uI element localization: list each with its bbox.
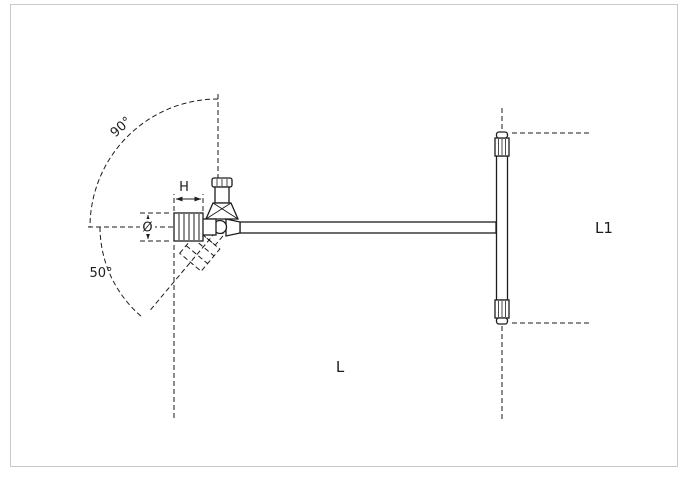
- handle-bar: [495, 155, 509, 301]
- swivel-head: [173, 177, 241, 242]
- t-handle: [494, 131, 510, 325]
- joint-yoke: [225, 218, 241, 237]
- swivel-angle-50-label: 50°: [89, 266, 112, 281]
- diameter-label-backing: [140, 219, 155, 234]
- dim-length-label: L: [336, 358, 345, 376]
- ghost-socket-neck: [202, 223, 225, 246]
- socket-neck: [201, 218, 217, 236]
- drive-stud: [214, 186, 230, 204]
- swivel-angle-90-label: 90°: [108, 114, 135, 141]
- dimension-diameter: [140, 212, 172, 242]
- dim-handle-length-label: L1: [595, 219, 613, 237]
- wrench-shaft: [239, 221, 497, 234]
- fork-slot-line: [205, 202, 232, 220]
- ghost-centerline: [150, 229, 218, 311]
- drawing-border: [10, 4, 678, 467]
- handle-cap-bottom: [495, 317, 509, 325]
- dimension-h: [173, 194, 204, 211]
- dim-h-label: H: [179, 180, 189, 195]
- t-handle-wrench: [173, 131, 510, 325]
- length-extension-lines: [173, 108, 590, 420]
- dim-diameter-label: Ø: [142, 221, 152, 236]
- joint-fork: [205, 202, 239, 220]
- handle-cap-top: [495, 131, 509, 139]
- ghost-socket-line: [185, 245, 208, 264]
- construction-lines: [88, 94, 219, 318]
- swivel-arc-50: [99, 226, 143, 318]
- fork-slot-line: [212, 202, 239, 220]
- swivel-arc-90: [89, 98, 219, 228]
